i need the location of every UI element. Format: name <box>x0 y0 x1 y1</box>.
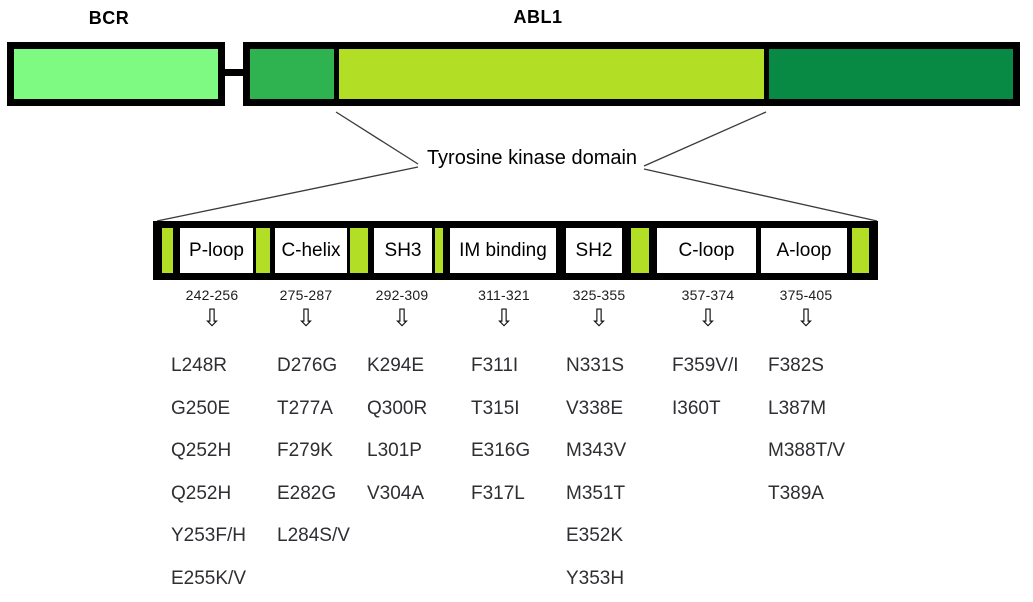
mutation-label: M388T/V <box>768 440 846 461</box>
domain-box-sh3: SH3 <box>374 228 432 273</box>
mutation-list-c-loop: F359V/I I360T <box>672 345 739 430</box>
domain-box-im-binding: IM binding <box>450 228 556 273</box>
residue-range-p-loop: 242-256 <box>185 287 239 303</box>
down-arrow-icon: ⇩ <box>201 305 223 332</box>
mutation-label: F382S <box>768 355 824 376</box>
residue-range-im-binding: 311-321 <box>478 287 530 303</box>
mutation-label: T389A <box>768 482 824 504</box>
callout-line <box>643 168 878 222</box>
mutation-label: Q300R <box>367 397 428 419</box>
linker-segment <box>852 228 869 273</box>
mutation-label: V338E <box>566 397 624 419</box>
mutation-label: I360T <box>672 397 721 419</box>
abl1-protein-bar <box>243 42 1020 106</box>
residue-range-sh2: 325-355 <box>572 287 626 303</box>
abl1-cterm-segment <box>769 49 1013 99</box>
kinase-domain-bar: P-loop C-helix SH3 IM binding SH2 C-loop… <box>153 221 878 280</box>
mutation-label: Q252H <box>171 482 232 504</box>
linker-segment <box>350 228 368 273</box>
mutation-label: E255K/V <box>171 567 246 589</box>
mutation-label: M351T <box>566 482 626 504</box>
down-arrow-icon: ⇩ <box>795 305 817 332</box>
down-arrow-icon: ⇩ <box>697 305 719 332</box>
fusion-connector <box>219 69 249 76</box>
callout-line <box>335 111 419 165</box>
mutation-label: K294E <box>367 355 425 376</box>
mutation-list-p-loop: L248R G250E Q252H Q252H Y253F/H E255K/V <box>171 345 246 600</box>
mutation-label: L284S/V <box>277 525 350 546</box>
mutation-label: L387M <box>768 397 827 419</box>
mutation-label: F279K <box>277 440 333 461</box>
mutation-label: V304A <box>367 482 425 504</box>
bcr-protein-bar <box>7 42 225 106</box>
domain-box-a-loop: A-loop <box>761 228 847 273</box>
mutation-label: N331S <box>566 355 625 376</box>
mutation-label: Y253F/H <box>171 525 246 546</box>
down-arrow-icon: ⇩ <box>391 305 413 332</box>
mutation-label: G250E <box>171 397 231 419</box>
mutation-label: E352K <box>566 525 624 546</box>
mutation-label: T315I <box>471 397 520 419</box>
mutation-label: Q252H <box>171 440 232 461</box>
mutation-label: M343V <box>566 440 627 461</box>
mutation-label: L301P <box>367 440 422 461</box>
residue-range-a-loop: 375-405 <box>779 287 833 303</box>
down-arrow-icon: ⇩ <box>588 305 610 332</box>
abl1-kinase-segment <box>339 49 764 99</box>
mutation-label: L248R <box>171 355 227 376</box>
mutation-label: E316G <box>471 440 531 461</box>
mutation-label: F317L <box>471 482 525 504</box>
mutation-list-sh2: N331S V338E M343V M351T E352K Y353H <box>566 345 626 600</box>
mutation-label: F359V/I <box>672 355 739 376</box>
linker-segment <box>631 228 649 273</box>
domain-box-sh2: SH2 <box>566 228 622 273</box>
mutation-label: T277A <box>277 397 333 419</box>
domain-box-c-helix: C-helix <box>275 228 347 273</box>
domain-box-p-loop: P-loop <box>180 228 253 273</box>
residue-range-c-helix: 275-287 <box>279 287 333 303</box>
segment-divider <box>764 49 769 99</box>
mutation-list-im-binding: F311I T315I E316G F317L <box>471 345 530 515</box>
linker-segment <box>162 228 173 273</box>
residue-range-sh3: 292-309 <box>375 287 429 303</box>
segment-divider <box>334 49 339 99</box>
callout-line <box>643 111 767 167</box>
mutation-label: Y353H <box>566 567 625 589</box>
bcr-gene-label: BCR <box>88 8 130 28</box>
domain-box-c-loop: C-loop <box>657 228 756 273</box>
callout-line <box>156 166 419 222</box>
mutation-list-a-loop: F382S L387M M388T/V T389A <box>768 345 845 515</box>
mutation-label: E282G <box>277 482 337 504</box>
mutation-list-sh3: K294E Q300R L301P V304A <box>367 345 427 515</box>
mutation-list-c-helix: D276G T277A F279K E282G L284S/V <box>277 345 350 558</box>
down-arrow-icon: ⇩ <box>493 305 515 332</box>
mutation-label: F311I <box>471 355 519 376</box>
abl1-nterm-segment <box>250 49 334 99</box>
mutation-label: D276G <box>277 355 338 376</box>
linker-segment <box>256 228 270 273</box>
residue-range-c-loop: 357-374 <box>681 287 735 303</box>
kinase-domain-caption: Tyrosine kinase domain <box>426 147 638 169</box>
abl1-gene-label: ABL1 <box>513 7 563 27</box>
linker-segment <box>435 228 443 273</box>
down-arrow-icon: ⇩ <box>295 305 317 332</box>
